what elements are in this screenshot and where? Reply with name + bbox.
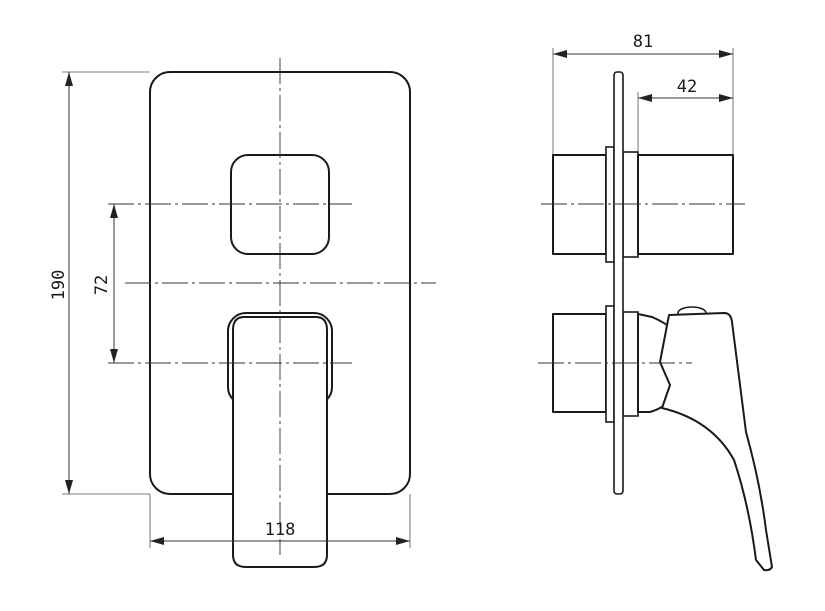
dimension-width: 118 bbox=[150, 520, 410, 545]
dimension-height-label: 190 bbox=[49, 270, 69, 301]
dimension-depth-total: 81 bbox=[553, 32, 733, 58]
dimension-spacing: 72 bbox=[92, 204, 118, 363]
wall-plate-profile bbox=[613, 71, 624, 495]
knob-flange-right bbox=[622, 151, 639, 258]
dimension-depth-handle: 42 bbox=[638, 77, 733, 102]
front-view: 190 72 118 bbox=[49, 58, 436, 568]
cartridge-flange-left bbox=[605, 305, 615, 423]
lever-side-profile bbox=[659, 312, 773, 572]
dimension-height: 190 bbox=[49, 72, 73, 494]
knob-body-rear bbox=[552, 154, 607, 255]
knob-flange-left bbox=[605, 146, 615, 263]
dimension-spacing-label: 72 bbox=[92, 275, 112, 295]
dimension-width-label: 118 bbox=[265, 520, 296, 540]
side-view: 81 42 bbox=[538, 32, 773, 572]
cartridge-flange-right bbox=[622, 311, 639, 417]
dimension-depth-handle-label: 42 bbox=[677, 77, 697, 97]
knob-body-front bbox=[637, 154, 734, 255]
dimension-depth-total-label: 81 bbox=[633, 32, 653, 52]
